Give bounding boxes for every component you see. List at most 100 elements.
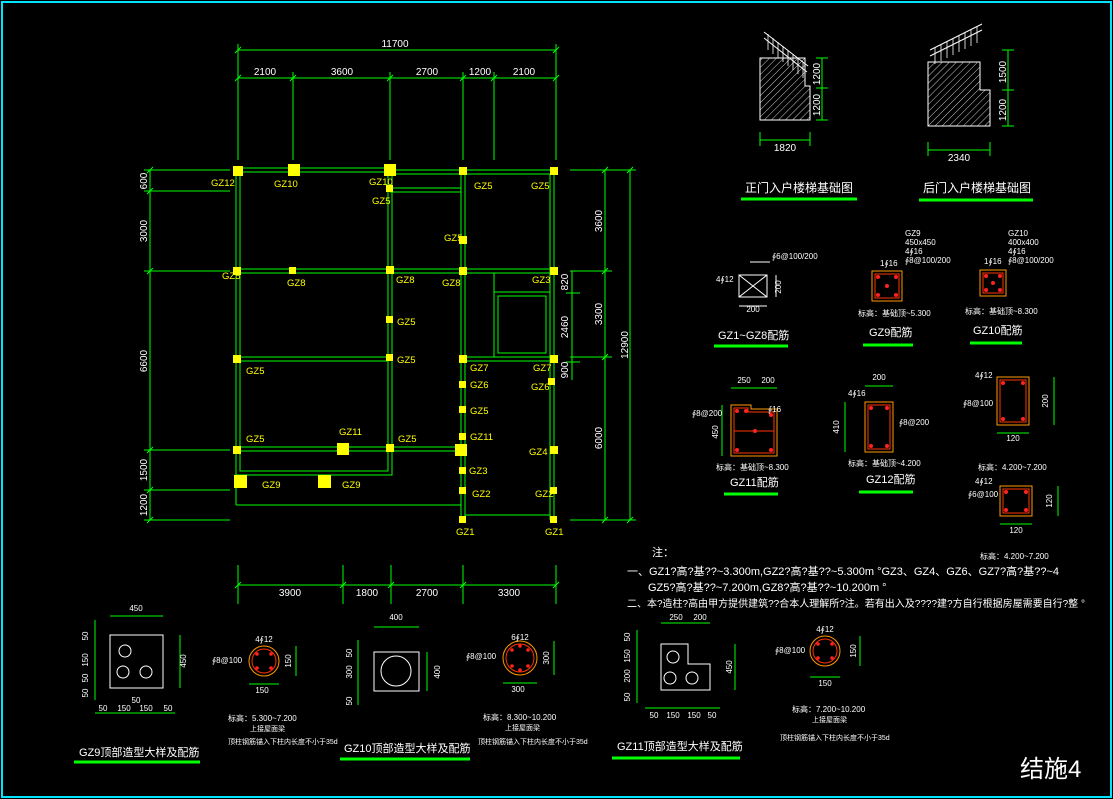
small1-bars: 4∮12 (975, 371, 993, 380)
gz10-top-rebar: 6∮12 (511, 633, 529, 642)
right-total-dim: 12900 (620, 331, 631, 359)
gz9-top-bottom-1: 50 (99, 704, 108, 713)
top-dim-2: 3600 (331, 67, 354, 78)
gz9-top-note2: 顶柱钢筋锚入下柱内长度不小于35d (228, 737, 338, 746)
gz10-section: GZ10 400x400 4∮16 ∮8@100/200 1∮16 标高：基础顶… (965, 229, 1054, 345)
notes: 注： 一、GZ1?高?基??~3.300m,GZ2?高?基??~5.300m °… (627, 545, 1085, 610)
gz10-top-stirrup: ∮8@100 (466, 652, 497, 661)
dimension-tick (146, 166, 154, 174)
column-label: GZ1 (545, 527, 563, 538)
column-label: GZ5 (531, 181, 549, 192)
gz11-top-bottom-1: 50 (650, 711, 659, 720)
dimension-tick (289, 74, 297, 82)
gz10-top-height: 400 (433, 665, 442, 679)
column-label: GZ5 (444, 233, 462, 244)
right-inner-dim-3: 900 (560, 361, 571, 378)
gz11-elev: 标高：基础顶~8.300 (716, 462, 789, 472)
back-stair-foundation: 2340 1500 1200 后门入户楼梯基础图 (919, 23, 1033, 202)
gz10-top-left-2: 300 (345, 665, 354, 679)
gz10-top-dia: 300 (511, 685, 525, 694)
gz12-title: GZ12配筋 (866, 472, 916, 486)
gz11-top-side: 150 (849, 644, 858, 658)
dimension-tick (626, 166, 634, 174)
gz1-width: 200 (746, 305, 760, 314)
gz11-top-height: 450 (725, 660, 734, 674)
notes-line-1: 一、GZ1?高?基??~3.300m,GZ2?高?基??~5.300m °GZ3… (627, 564, 1059, 578)
dimension-tick (601, 353, 609, 361)
dimension-tick (459, 74, 467, 82)
gz9-top-elev: 标高：5.300~7.200 (228, 713, 297, 723)
left-dim-5: 1200 (139, 493, 150, 516)
gz10-side: 1∮16 (984, 257, 1002, 266)
bottom-dim-1: 3900 (279, 588, 302, 599)
gz10-bars: 4∮16 (1008, 247, 1026, 256)
gz11-top-left-1: 50 (623, 632, 632, 641)
right-dim-2: 3300 (594, 302, 605, 325)
right-inner-dim-2: 2460 (560, 315, 571, 338)
column-label: GZ5 (397, 355, 415, 366)
gz9-side: 1∮16 (880, 259, 898, 268)
top-dim-5: 2100 (513, 67, 536, 78)
top-dim-4: 1200 (469, 67, 492, 78)
column-label: GZ10 (369, 177, 393, 188)
bottom-dim-3: 2700 (416, 588, 439, 599)
gz10-top-detail: 400 400 50 300 50 GZ10顶部造型大样及配筋 6∮12 ∮8@… (340, 613, 588, 761)
dimension-tick (601, 516, 609, 524)
column-label: GZ5 (246, 366, 264, 377)
column-markers (233, 164, 558, 523)
gz11-top-rebar: 4∮12 (816, 625, 834, 634)
column-label: GZ8 (442, 278, 460, 289)
gz11-w2: 200 (761, 376, 775, 385)
left-dim-1: 600 (139, 172, 150, 189)
column-label: GZ8 (287, 278, 305, 289)
column-label: GZ6 (531, 382, 549, 393)
gz12-bars: 4∮16 (848, 389, 866, 398)
dimension-tick (601, 166, 609, 174)
gz11-bars: ∮16 (768, 405, 782, 414)
gz11-top-bottom-3: 150 (687, 711, 701, 720)
right-dim-1: 3600 (594, 209, 605, 232)
gz11-top-detail: 250 200 450 50 150 200 50 50 150 150 50 … (612, 613, 890, 760)
column-label: GZ10 (274, 179, 298, 190)
front-stair-width: 1820 (774, 143, 797, 154)
gz12-section: 200 410 4∮16 ∮8@200 标高：基础顶~4.200 GZ12配筋 (832, 373, 930, 494)
dimension-ticks (146, 46, 634, 589)
front-stair-dim-top: 1200 (812, 62, 823, 85)
left-dim-2: 3000 (139, 219, 150, 242)
small2-elev: 标高：4.200~7.200 (978, 462, 1047, 472)
gz9-section: GZ9 450x450 4∮16 ∮8@100/200 1∮16 标高：基础顶~… (858, 229, 951, 347)
back-stair-dim-bottom: 1200 (998, 98, 1009, 121)
gz9-elev: 标高：基础顶~5.300 (858, 308, 931, 318)
gz1-title: GZ1~GZ8配筋 (718, 328, 789, 342)
dimension-tick (146, 446, 154, 454)
column-label: GZ3 (469, 466, 487, 477)
column-label: GZ2 (535, 489, 553, 500)
gz9-top-mid: 50 (132, 696, 141, 705)
gz9-top-title: GZ9顶部造型大样及配筋 (79, 745, 199, 759)
column-label: GZ5 (470, 406, 488, 417)
bottom-dim-2: 1800 (356, 588, 379, 599)
dimension-tick (146, 187, 154, 195)
small2-width: 120 (1009, 526, 1023, 535)
gz9-top-bottom-4: 50 (164, 704, 173, 713)
column-label: GZ5 (474, 181, 492, 192)
dimension-tick (552, 46, 560, 54)
front-stair-dim-bottom: 1200 (812, 93, 823, 116)
gz10-elev: 标高：基础顶~8.300 (965, 306, 1038, 316)
gz9-top-left-2: 150 (81, 653, 90, 667)
gz11-w1: 250 (737, 376, 751, 385)
notes-line-2: GZ5?高?基??~7.200m,GZ8?高?基??~10.200m ° (648, 580, 887, 594)
gz12-stirrup: ∮8@200 (899, 418, 930, 427)
dimension-tick (490, 74, 498, 82)
gz9-top-left-1: 50 (81, 631, 90, 640)
dimension-tick (386, 74, 394, 82)
gz11-top-left-4: 50 (623, 692, 632, 701)
column-label: GZ12 (211, 178, 235, 189)
gz11-top-left-2: 150 (623, 649, 632, 663)
column-label: GZ11 (339, 427, 362, 438)
gz10-top-left-1: 50 (345, 648, 354, 657)
gz9-top-detail: 450 450 50 150 50 50 50 50 150 150 50 GZ… (74, 604, 338, 764)
dimension-tick (146, 516, 154, 524)
gz9-top-left-3: 50 (81, 673, 90, 682)
